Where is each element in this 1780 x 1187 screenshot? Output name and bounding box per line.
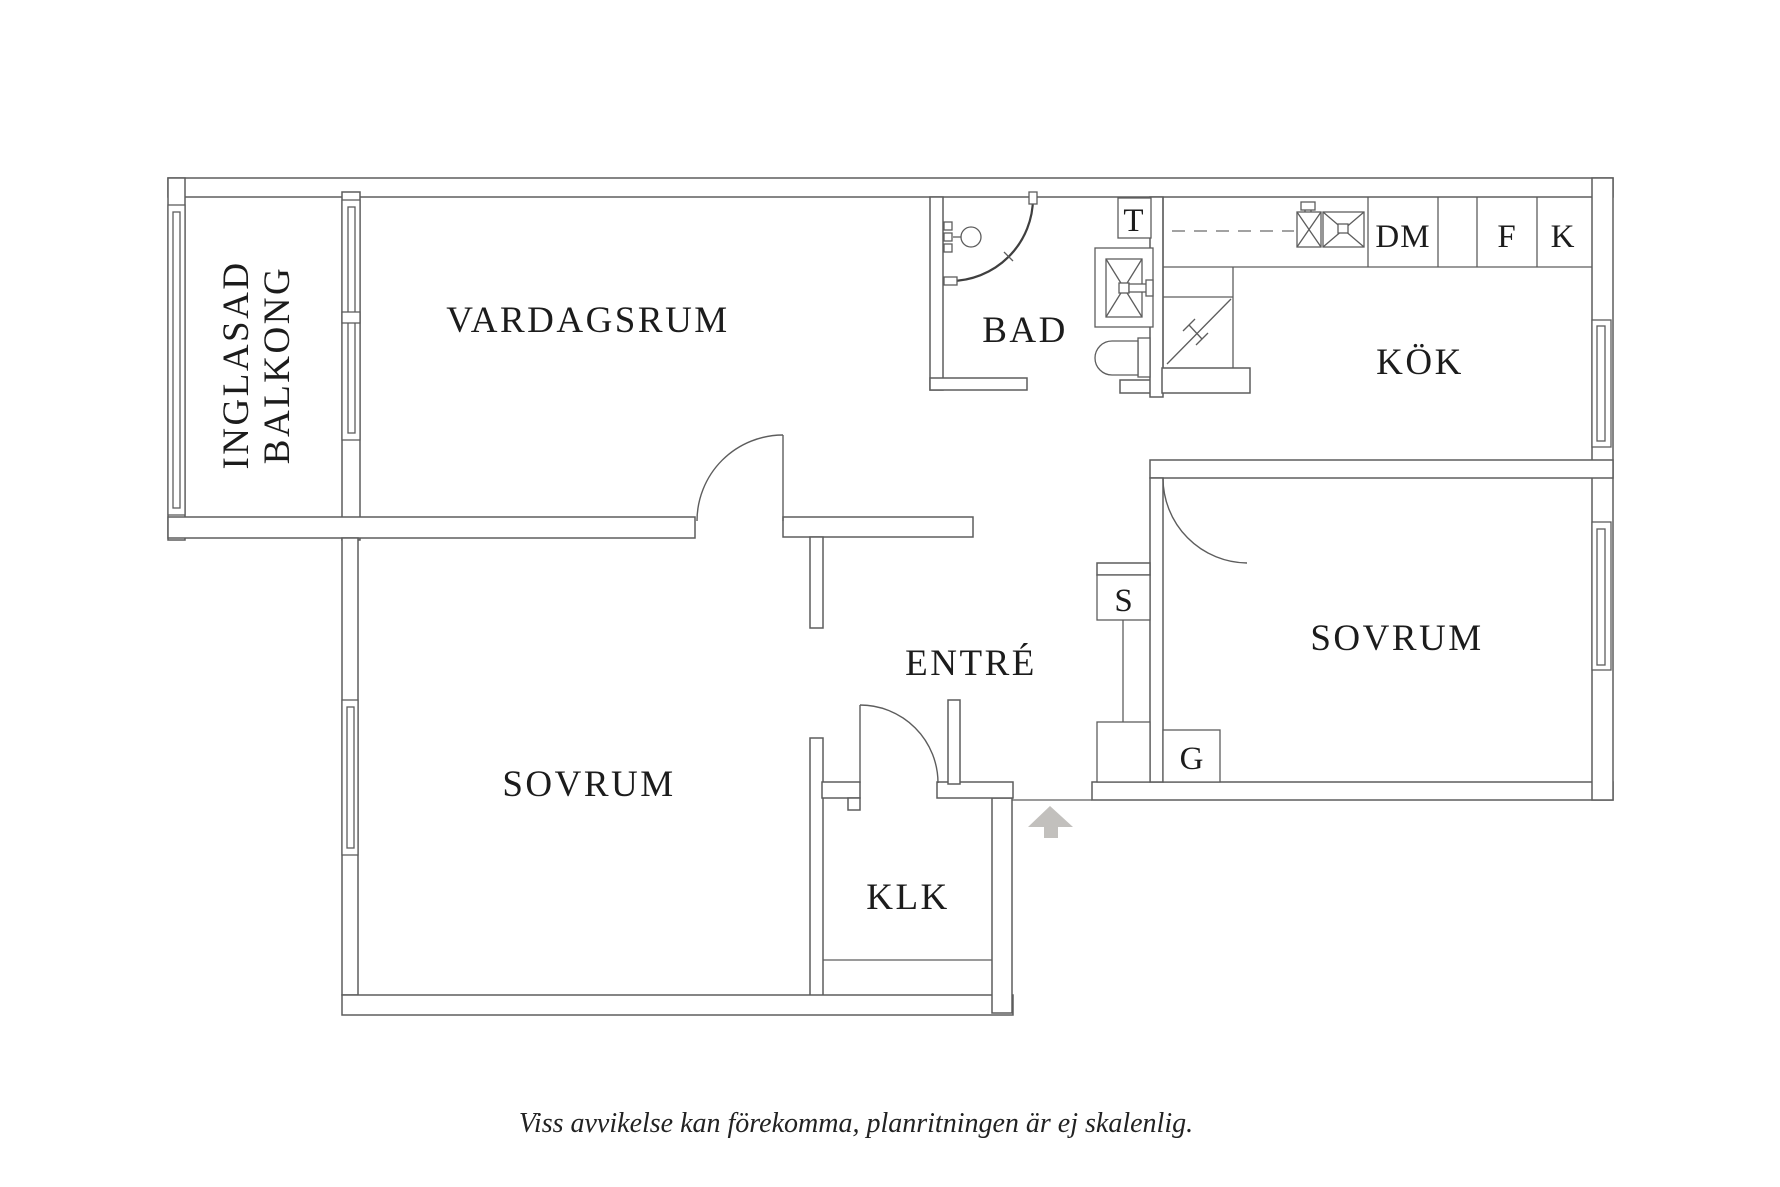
room-label-bathroom: BAD [982, 310, 1068, 351]
wall-klk-west [809, 737, 824, 998]
windows [167, 199, 1612, 856]
wall-klk-east [991, 797, 1013, 1014]
room-label-balcony-line2: BALKONG [257, 266, 298, 464]
wall-right [1591, 177, 1614, 801]
window-kitchen [1591, 319, 1612, 448]
room-label-bedroom-right: SOVRUM [1310, 618, 1483, 659]
wall-top [167, 177, 1614, 198]
wall-s-top [1096, 562, 1151, 576]
window-balcony-divider [341, 199, 361, 441]
window-bedroom-right [1591, 521, 1612, 671]
fixture-label-dryer: T [1123, 203, 1144, 239]
cabinet-diagonal-serif [1182, 318, 1196, 332]
wall-bottom-right [1091, 781, 1614, 801]
interior-lines [823, 197, 1592, 961]
wall-kitchen-bedroom-divider [1149, 459, 1614, 479]
window-balcony-left [167, 204, 186, 516]
cabinet-diagonal [1166, 298, 1232, 365]
closets [1096, 574, 1221, 783]
wall-kitchen-corner [1161, 367, 1251, 394]
wall-closet-column [1149, 477, 1164, 783]
washbasin-icon [1094, 247, 1154, 328]
wall-entry-stub [809, 536, 824, 629]
door-living-room [696, 434, 784, 522]
wardrobe-g-box [1162, 729, 1221, 783]
fixture-label-cabinet-s: S [1114, 583, 1133, 619]
wall-klk-step [847, 797, 861, 811]
toilet-icon [1094, 337, 1151, 378]
cabinet-diagonal-tick [1188, 324, 1203, 340]
room-label-klk: KLK [866, 877, 950, 918]
wall-bath-left [929, 196, 944, 391]
room-label-living-room: VARDAGSRUM [446, 300, 729, 341]
cabinet-s-box [1096, 574, 1151, 621]
room-label-balcony-line1: INGLASAD [216, 260, 257, 469]
wall-bath-south [929, 377, 1028, 391]
door-klk [859, 704, 939, 784]
wall-south-bottom [341, 994, 1014, 1016]
shower-icon [943, 191, 1038, 286]
wall-klk-door-spur [947, 699, 961, 785]
room-label-entry: ENTRÉ [905, 642, 1037, 684]
fixture-label-fridge: K [1551, 219, 1576, 255]
kitchen-fixtures [1296, 201, 1365, 248]
cabinet-lower-box [1096, 721, 1151, 783]
cabinet-diagonal-serif [1195, 332, 1209, 346]
door-bedroom-right [1162, 477, 1248, 564]
room-label-kitchen: KÖK [1376, 342, 1464, 383]
dryer-cabinet-box [1117, 197, 1152, 239]
window-bedroom-left [341, 699, 359, 856]
entrance-arrow-icon [1028, 806, 1073, 838]
doors [696, 434, 1248, 784]
fixture-label-dishwasher: DM [1375, 219, 1430, 255]
fixture-label-freezer: F [1497, 219, 1516, 255]
wall-klk-top-east [936, 781, 1014, 799]
bathroom-fixtures [943, 191, 1154, 378]
fixture-label-wardrobe-g: G [1180, 741, 1205, 777]
wall-klk-top-west [821, 781, 861, 799]
labels: INGLASAD BALKONG VARDAGSRUM BAD KÖK SOVR… [216, 203, 1576, 1139]
sink-icon [1296, 201, 1322, 248]
disclaimer-text: Viss avvikelse kan förekomma, planritnin… [519, 1108, 1193, 1139]
stove-icon [1322, 211, 1365, 248]
wall-south-mid [782, 516, 974, 538]
wall-south-west [167, 516, 696, 539]
room-label-bedroom-left: SOVRUM [502, 764, 675, 805]
